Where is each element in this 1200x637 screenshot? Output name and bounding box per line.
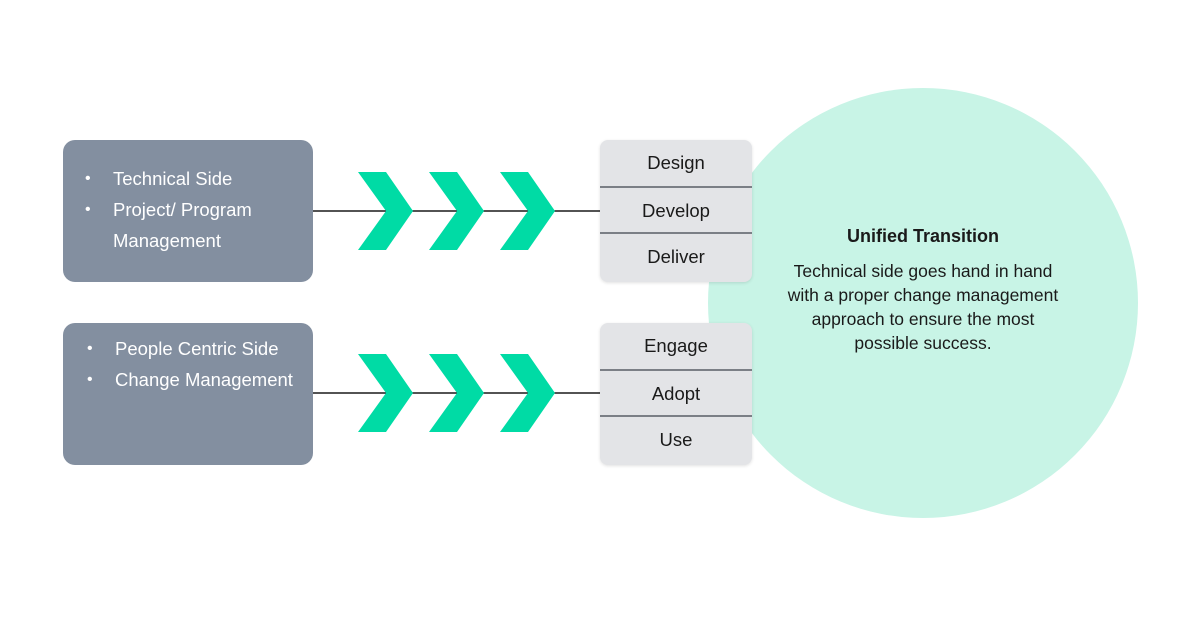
unified-transition-text: Unified Transition Technical side goes h… [778, 226, 1068, 355]
list-item: Change Management [87, 364, 303, 395]
technical-side-list: Technical Side Project/ Program Manageme… [85, 163, 303, 256]
chevron-right-icon [429, 354, 484, 432]
unified-transition-circle [708, 88, 1138, 518]
unified-transition-body: Technical side goes hand in hand with a … [787, 261, 1059, 353]
list-item: People Centric Side [87, 333, 303, 364]
phase-use: Use [600, 415, 752, 465]
people-phases-box: Engage Adopt Use [600, 323, 752, 465]
list-item: Technical Side [85, 163, 303, 194]
phase-engage: Engage [644, 335, 708, 356]
phase-adopt: Adopt [600, 369, 752, 415]
chevron-right-icon [500, 354, 555, 432]
chevron-right-icon [358, 172, 413, 250]
technical-phases-box: Design Develop Deliver [600, 140, 752, 282]
people-centric-box: People Centric Side Change Management [63, 323, 313, 465]
phase-design: Design [647, 152, 705, 173]
people-centric-list: People Centric Side Change Management [87, 333, 303, 395]
list-item: Project/ Program Management [85, 194, 303, 256]
unified-transition-title: Unified Transition [846, 226, 999, 246]
chevron-right-icon [429, 172, 484, 250]
phase-deliver: Deliver [600, 232, 752, 282]
chevron-right-icon [358, 354, 413, 432]
technical-side-box: Technical Side Project/ Program Manageme… [63, 140, 313, 282]
phase-develop: Develop [600, 186, 752, 232]
chevron-right-icon [500, 172, 555, 250]
